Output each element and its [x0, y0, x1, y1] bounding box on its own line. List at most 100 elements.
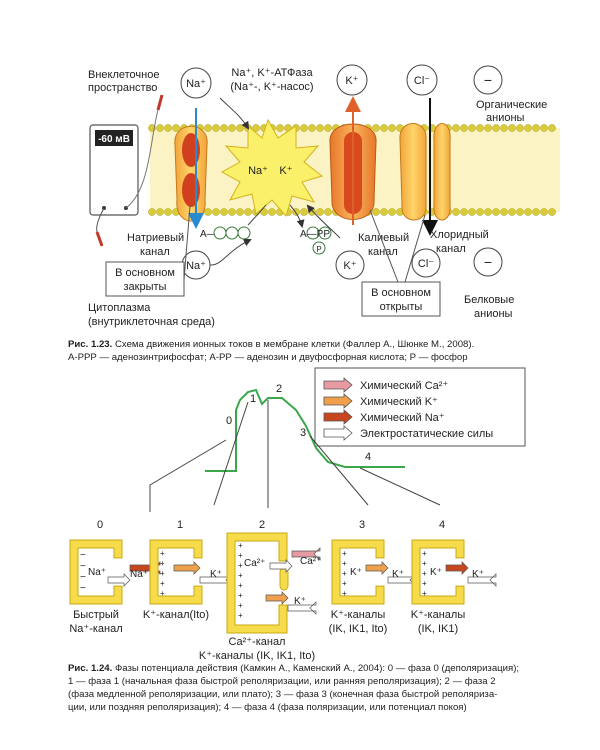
cell-ion-in: K⁺ [350, 567, 362, 578]
adp-label: A—PP [300, 229, 330, 240]
potassium-channel-label-2: канал [368, 246, 398, 258]
charge-sign: + [238, 541, 243, 550]
pump-k: K⁺ [279, 165, 292, 177]
fig1-caption: Рис. 1.23. Схема движения ионных токов в… [68, 338, 474, 364]
charge-sign: + [422, 569, 427, 578]
charge-sign: + [342, 579, 347, 588]
legend-label: Химический Na⁺ [360, 412, 445, 424]
legend-item: Химический Na⁺ [323, 409, 445, 425]
charge-sign: + [342, 589, 347, 598]
phase-cell-3: 3+++++K⁺K⁺K⁺-каналы(IK, IK1, Ito) [329, 519, 417, 635]
ion-arrow [291, 547, 321, 561]
pump-na: Na⁺ [248, 165, 268, 177]
cell-number: 4 [439, 519, 445, 531]
connector-1 [213, 401, 249, 506]
charge-sign: + [342, 559, 347, 568]
fig1-caption-number: Рис. 1.23. [68, 339, 113, 350]
connector-3 [309, 435, 369, 506]
phase-number: 4 [365, 451, 371, 463]
cl-ion-bottom: Cl⁻ [418, 258, 434, 270]
charge-sign: + [238, 571, 243, 580]
open-label-2: открыты [380, 301, 423, 313]
voltmeter: -60 мВ [89, 94, 164, 247]
fig2-caption: Рис. 1.24. Фазы потенциала действия (Кам… [68, 662, 519, 714]
phase-number: 2 [276, 383, 282, 395]
legend-label: Электростатические силы [360, 428, 493, 440]
k-ion-top: K⁺ [345, 75, 358, 87]
fig1-caption-line-2: А-РРР — аденозинтрифосфат; А-РР — аденоз… [68, 352, 468, 363]
phase-number: 1 [250, 393, 256, 405]
charge-sign: + [238, 551, 243, 560]
charge-sign: − [80, 583, 86, 594]
cell-name-1: Ca²⁺-канал [229, 636, 286, 648]
cell-name-2: (IK, IK1) [418, 623, 458, 635]
cell-number: 3 [359, 519, 365, 531]
chloride-channel-label-2: канал [436, 243, 466, 255]
phase-cell-4: 4+++++K⁺K⁺K⁺-каналы(IK, IK1) [411, 519, 497, 635]
fig2-caption-line-3: (фаза медленной реполяризации, или плато… [68, 689, 498, 700]
extracellular-label: Внеклеточное [88, 69, 159, 81]
na-k-atpase-pump: Na⁺ K⁺ [219, 97, 341, 239]
charge-sign: + [238, 611, 243, 620]
cell-name-1: K⁺-канал(Ito) [143, 609, 209, 621]
legend-label: Химический K⁺ [360, 396, 438, 408]
cell-name-1: K⁺-каналы [331, 609, 386, 621]
sodium-channel-label-2: канал [140, 246, 170, 258]
ion-arrow [173, 561, 201, 575]
action-potential-curve [205, 388, 405, 472]
phase-number: 3 [300, 427, 306, 439]
na-ion-top: Na⁺ [186, 78, 206, 90]
charge-sign: + [342, 569, 347, 578]
fig2-caption-line-4: ции, или поздняя реполяризация); 4 — фаз… [68, 702, 467, 713]
legend-arrow [323, 393, 353, 409]
charge-sign: + [160, 559, 165, 568]
potassium-channel-label: Калиевый [358, 232, 409, 244]
ion-arrow [365, 561, 389, 575]
cell-name-2: Na⁺-канал [69, 623, 122, 635]
cell-ion-in: Na⁺ [88, 567, 106, 578]
connector-0 [149, 439, 227, 512]
ion-arrow [287, 601, 317, 615]
ion-arrow [445, 561, 469, 575]
cytoplasm-label: Цитоплазма [88, 302, 151, 314]
organic-anions-label: Органические [476, 99, 547, 111]
cell-ion-k: K⁺ [294, 596, 306, 607]
charge-sign: + [422, 549, 427, 558]
charge-sign: + [160, 569, 165, 578]
extracellular-label-2: пространство [88, 82, 157, 94]
legend-item: Химический K⁺ [323, 393, 438, 409]
fig2-caption-line-2: 1 — фаза 1 (начальная фаза быстрой репол… [68, 676, 496, 687]
cell-ion-out: K⁺ [472, 569, 484, 580]
legend-arrow [323, 377, 353, 393]
voltage-readout: -60 мВ [98, 134, 130, 145]
anion-minus-top: − [484, 72, 492, 88]
charge-sign: + [160, 579, 165, 588]
legend-label: Химический Ca²⁺ [360, 380, 448, 392]
anion-minus-bottom: − [484, 254, 492, 270]
cell-wall [331, 539, 385, 605]
cell-ion-out: Ca²⁺ [300, 556, 321, 567]
cell-number: 0 [97, 519, 103, 531]
fig2-caption-line-1: Фазы потенциала действия (Камкин А., Кам… [114, 663, 520, 674]
open-label: В основном [371, 287, 431, 299]
closed-label: В основном [115, 267, 175, 279]
charge-sign: − [80, 550, 86, 561]
cell-wall [411, 539, 465, 605]
cell-number: 2 [259, 519, 265, 531]
cell-ion-out: Na⁺ [130, 569, 148, 580]
k-ion-bottom: K⁺ [343, 260, 356, 272]
atpase-label-2: (Na⁺-, K⁺-насос) [230, 81, 313, 93]
chloride-channel [399, 98, 451, 236]
potassium-channel [329, 96, 377, 225]
cell-number: 1 [177, 519, 183, 531]
cell-ion-out: K⁺ [210, 569, 222, 580]
protein-anions-label: Белковые [464, 294, 514, 306]
charge-sign: + [422, 579, 427, 588]
ion-arrow [269, 559, 293, 573]
cell-wall [69, 539, 123, 605]
ion-arrow [467, 573, 497, 587]
cell-name-1: K⁺-каналы [411, 609, 466, 621]
